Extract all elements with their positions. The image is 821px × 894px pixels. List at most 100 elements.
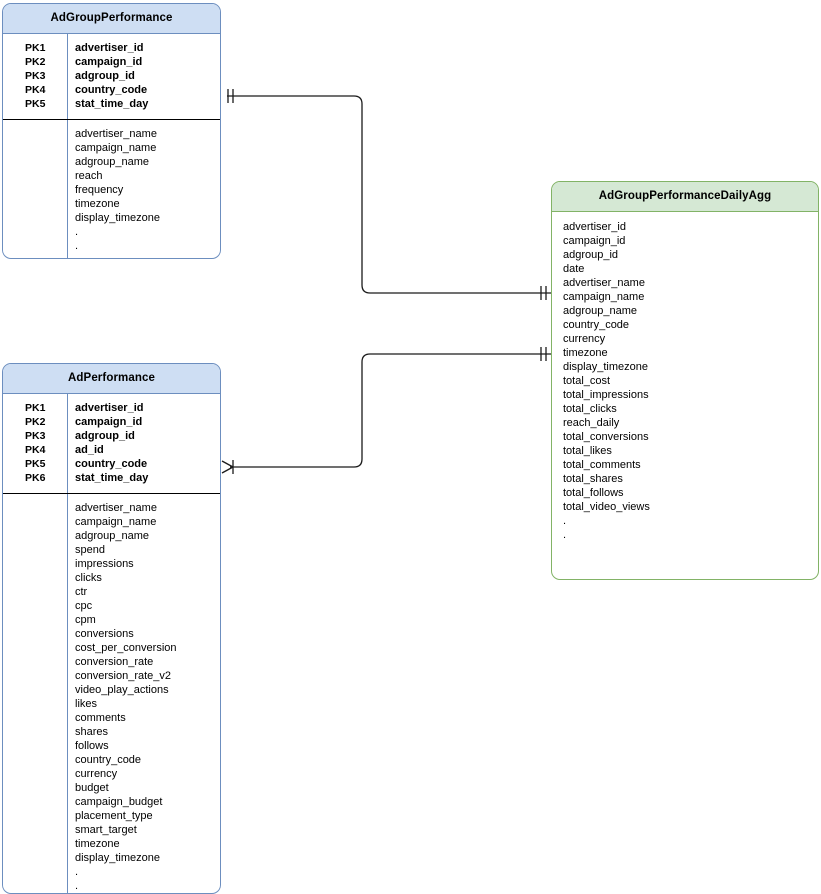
field-row: total_likes [563, 445, 612, 457]
cardinality-many-left-bottom [221, 460, 234, 474]
field-row: currency [563, 333, 606, 345]
pk-row: PK4 ad_id [3, 443, 220, 457]
attribute-row: campaign_budget [75, 796, 163, 808]
pk-field-name: country_code [75, 458, 148, 470]
attribute-row: timezone [75, 198, 120, 210]
attribute-row: campaign_name [75, 142, 157, 154]
attribute-row: display_timezone [75, 212, 160, 224]
pk-field-name: adgroup_id [75, 70, 135, 82]
attribute-row: display_timezone [75, 852, 160, 864]
pk-label: PK4 [25, 84, 46, 96]
field-row: total_comments [563, 459, 641, 471]
field-row: adgroup_id [563, 249, 619, 261]
pk-row: PK1 advertiser_id [3, 401, 220, 415]
attribute-row: conversions [75, 628, 134, 640]
attribute-row: ctr [75, 586, 88, 598]
entity-adgroupperformancedailyagg[interactable]: AdGroupPerformanceDailyAgg advertiser_id… [551, 181, 819, 580]
attribute-row: conversion_rate [75, 656, 154, 668]
attribute-row: currency [75, 768, 118, 780]
column-divider [67, 394, 69, 493]
column-divider [67, 494, 69, 893]
pk-field-name: stat_time_day [75, 98, 149, 110]
pk-field-name: adgroup_id [75, 430, 135, 442]
pk-field-name: advertiser_id [75, 402, 144, 414]
attribute-row: clicks [75, 572, 102, 584]
field-row: advertiser_name [563, 277, 645, 289]
attribute-row: country_code [75, 754, 142, 766]
attribute-row: timezone [75, 838, 120, 850]
attribute-row: impressions [75, 558, 134, 570]
pk-field-name: advertiser_id [75, 42, 144, 54]
field-row: total_follows [563, 487, 624, 499]
pk-field-name: stat_time_day [75, 472, 149, 484]
pk-row: PK1 advertiser_id [3, 41, 220, 55]
pk-field-name: country_code [75, 84, 148, 96]
pk-field-name: campaign_id [75, 416, 143, 428]
attribute-row-ellipsis: . [75, 866, 79, 878]
attribute-row: adgroup_name [75, 156, 150, 168]
pk-row: PK6 stat_time_day [3, 471, 220, 485]
attribute-row: budget [75, 782, 109, 794]
field-row: campaign_id [563, 235, 626, 247]
field-row: country_code [563, 319, 630, 331]
field-row: timezone [563, 347, 608, 359]
attribute-row: campaign_name [75, 516, 157, 528]
field-row: total_clicks [563, 403, 617, 415]
field-row: adgroup_name [563, 305, 638, 317]
pk-label: PK6 [25, 472, 46, 484]
attribute-row: placement_type [75, 810, 153, 822]
attribute-section-adperformance: advertiser_name campaign_name adgroup_na… [3, 494, 220, 893]
field-row-ellipsis: . [563, 515, 567, 527]
attribute-row: likes [75, 698, 98, 710]
pk-label: PK3 [25, 70, 46, 82]
attribute-row: advertiser_name [75, 502, 157, 514]
pk-label: PK4 [25, 444, 46, 456]
pk-row: PK3 adgroup_id [3, 69, 220, 83]
relationship-adperf-dailyagg[interactable] [221, 347, 551, 474]
attribute-row: smart_target [75, 824, 137, 836]
relationship-adgroupperf-dailyagg[interactable] [227, 89, 551, 300]
pk-label: PK5 [25, 98, 46, 110]
field-row: campaign_name [563, 291, 645, 303]
attribute-row: cpm [75, 614, 96, 626]
pk-row: PK5 stat_time_day [3, 97, 220, 111]
pk-label: PK5 [25, 458, 46, 470]
attribute-row: follows [75, 740, 109, 752]
cardinality-one-right-top [540, 286, 547, 300]
attribute-row: cost_per_conversion [75, 642, 177, 654]
attribute-row: comments [75, 712, 126, 724]
field-row: reach_daily [563, 417, 620, 429]
attribute-row: frequency [75, 184, 124, 196]
entity-title-adgroupperformancedailyagg: AdGroupPerformanceDailyAgg [552, 182, 818, 212]
attribute-row-ellipsis: . [75, 880, 79, 892]
pk-label: PK1 [25, 402, 46, 414]
attribute-row: video_play_actions [75, 684, 169, 696]
pk-label: PK1 [25, 42, 46, 54]
field-row: total_cost [563, 375, 611, 387]
entity-title-adgroupperformance: AdGroupPerformance [3, 4, 220, 34]
field-row: total_shares [563, 473, 623, 485]
attribute-row-ellipsis: . [75, 240, 79, 252]
attribute-row: cpc [75, 600, 93, 612]
pk-row: PK5 country_code [3, 457, 220, 471]
field-row: date [563, 263, 585, 275]
attribute-row: adgroup_name [75, 530, 150, 542]
pk-label: PK2 [25, 416, 46, 428]
field-row-ellipsis: . [563, 529, 567, 541]
pk-field-name: ad_id [75, 444, 104, 456]
attribute-row: advertiser_name [75, 128, 157, 140]
pk-field-name: campaign_id [75, 56, 143, 68]
attribute-section-adgroupperformance: advertiser_name campaign_name adgroup_na… [3, 120, 220, 258]
cardinality-one-right-bottom [540, 347, 547, 361]
field-row: total_video_views [563, 501, 650, 513]
attribute-row-ellipsis: . [75, 226, 79, 238]
field-row: total_impressions [563, 389, 649, 401]
field-row: total_conversions [563, 431, 649, 443]
attribute-row: spend [75, 544, 105, 556]
cardinality-one-left-top [227, 89, 234, 103]
field-row: advertiser_id [563, 221, 626, 233]
